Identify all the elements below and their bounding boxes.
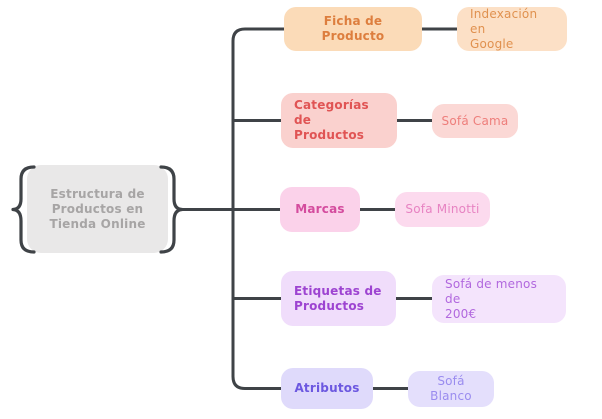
branch-label: Ficha de Producto	[321, 14, 385, 43]
trunk-line	[231, 27, 286, 390]
branch-label: Etiquetas de Productos	[294, 283, 382, 313]
branch-node-etiquetas-de-productos[interactable]: Etiquetas de Productos	[281, 271, 396, 326]
child-node-sofa-minotti[interactable]: Sofa Minotti	[395, 192, 490, 227]
branch-label: Categorías de Productos	[294, 98, 369, 142]
branch-node-marcas[interactable]: Marcas	[280, 187, 360, 232]
branch-node-atributos[interactable]: Atributos	[281, 368, 373, 409]
branch-label: Atributos	[294, 381, 360, 395]
child-node-indexacion-en-google[interactable]: Indexación en Google	[457, 7, 567, 51]
root-node-label: Estructura de Productos en Tienda Online	[49, 186, 146, 231]
child-node-sofa-blanco[interactable]: Sofá Blanco	[408, 371, 494, 407]
child-label: Sofa Minotti	[405, 202, 480, 216]
root-node[interactable]: Estructura de Productos en Tienda Online	[27, 165, 168, 253]
child-node-sofa-de-menos-de-200[interactable]: Sofá de menos de 200€	[432, 275, 566, 323]
child-node-sofa-cama[interactable]: Sofá Cama	[432, 104, 518, 138]
branch-label: Marcas	[295, 202, 345, 216]
branch-node-categorias-de-productos[interactable]: Categorías de Productos	[281, 93, 397, 148]
child-label: Sofá Cama	[441, 113, 509, 128]
child-label: Sofá Blanco	[430, 374, 472, 403]
branch-node-ficha-de-producto[interactable]: Ficha de Producto	[284, 7, 422, 51]
child-label: Sofá de menos de 200€	[445, 276, 538, 321]
child-label: Indexación en Google	[470, 6, 538, 51]
